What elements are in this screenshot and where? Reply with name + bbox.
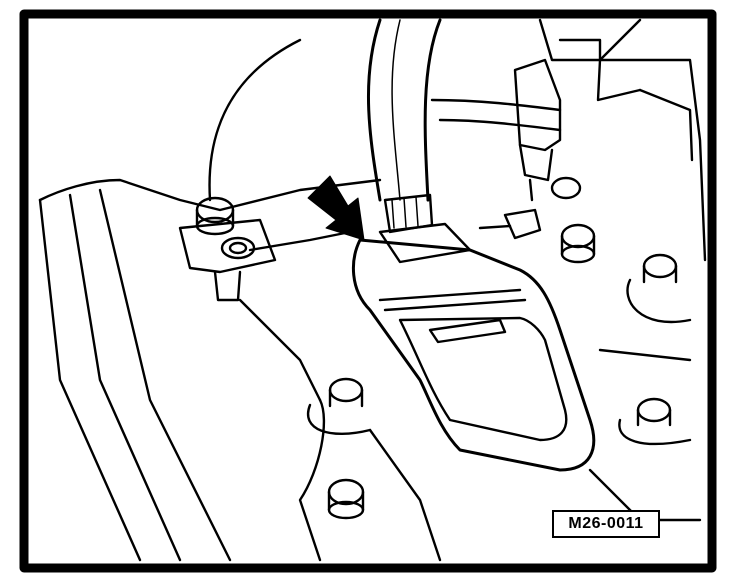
bracket-left [178,218,277,274]
outer-border [19,9,717,573]
pointer-arrow [307,175,365,241]
rear-component [538,18,642,62]
rear-hose-line [208,38,302,202]
bolt-bottom-left-1 [328,377,364,403]
bolt-right-lower [636,397,672,423]
figure-reference-code: M26-0011 [552,510,660,538]
wiring-harness [366,18,382,202]
bolt-bottom-left-2 [327,478,365,506]
bolt-top [550,176,582,200]
bolt-right-mid [642,253,678,279]
housing-top-edge [38,178,382,212]
sensor-face [398,316,568,442]
sensor-body [351,238,596,472]
housing-left-edge [38,198,142,562]
bolt-right-upper [560,223,596,249]
sensor-slot [428,318,507,344]
